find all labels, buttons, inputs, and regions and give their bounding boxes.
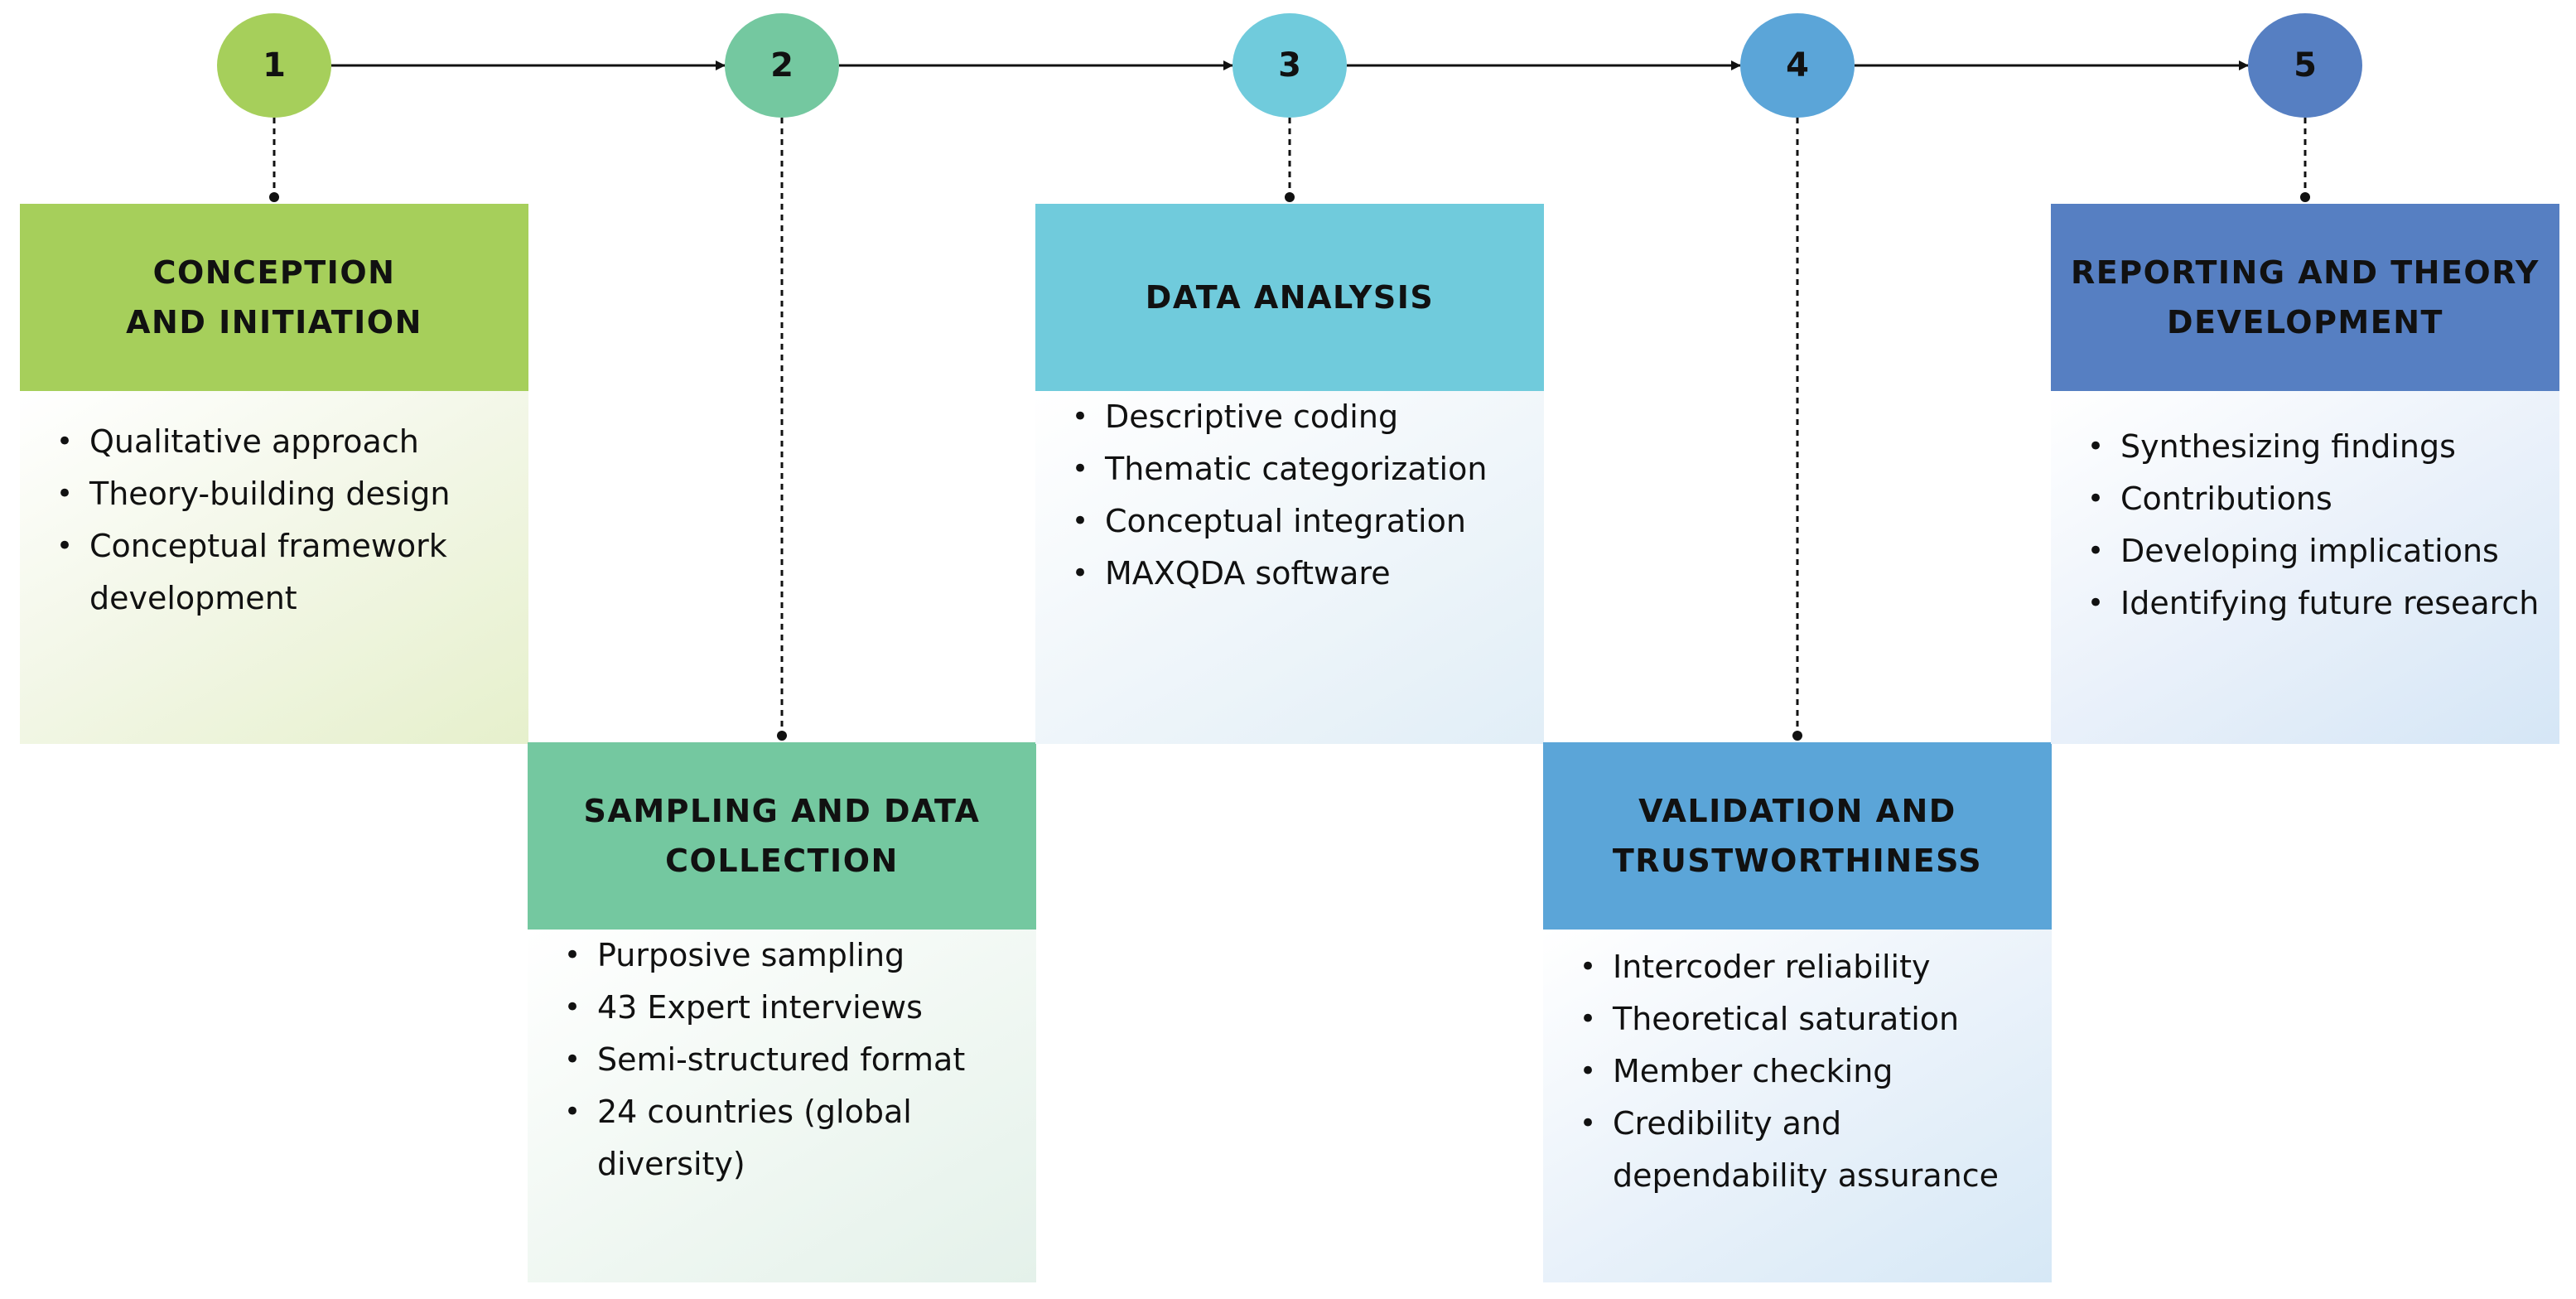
list-item: 24 countries (global diversity) <box>528 1086 1036 1190</box>
list-item: Developing implications <box>2051 525 2559 577</box>
step-2-body: Purposive sampling 43 Expert interviews … <box>528 930 1036 1282</box>
list-item: Conceptual framework development <box>20 520 528 625</box>
step-5-header: REPORTING AND THEORY DEVELOPMENT <box>2051 204 2559 391</box>
list-item: Theory-building design <box>20 468 528 520</box>
step-1-body: Qualitative approach Theory-building des… <box>20 391 528 744</box>
step-4-list: Intercoder reliability Theoretical satur… <box>1543 941 2052 1202</box>
connector-dot-4 <box>1792 731 1802 741</box>
step-3-card: DATA ANALYSIS Descriptive coding Themati… <box>1035 204 1544 744</box>
step-4-circle: 4 <box>1740 13 1855 118</box>
step-2-list: Purposive sampling 43 Expert interviews … <box>528 930 1036 1190</box>
list-item: Semi-structured format <box>528 1034 1036 1086</box>
list-item: Conceptual integration <box>1035 495 1544 548</box>
list-item: Contributions <box>2051 473 2559 525</box>
step-3-header: DATA ANALYSIS <box>1035 204 1544 391</box>
list-item: Credibility and dependability assurance <box>1543 1098 2052 1202</box>
step-4-card: VALIDATION AND TRUSTWORTHINESS Intercode… <box>1543 742 2052 1282</box>
step-1-list: Qualitative approach Theory-building des… <box>20 416 528 625</box>
list-item: Intercoder reliability <box>1543 941 2052 993</box>
list-item: Member checking <box>1543 1045 2052 1098</box>
step-3-body: Descriptive coding Thematic categorizati… <box>1035 391 1544 744</box>
step-5-number: 5 <box>2294 46 2317 85</box>
step-2-card: SAMPLING AND DATA COLLECTION Purposive s… <box>528 742 1036 1282</box>
step-5-body: Synthesizing findings Contributions Deve… <box>2051 391 2559 744</box>
step-3-number: 3 <box>1278 46 1301 85</box>
list-item: Identifying future research <box>2051 577 2559 630</box>
connector-dot-1 <box>269 192 279 202</box>
step-3-circle: 3 <box>1233 13 1347 118</box>
step-4-body: Intercoder reliability Theoretical satur… <box>1543 930 2052 1282</box>
step-3-list: Descriptive coding Thematic categorizati… <box>1035 391 1544 600</box>
list-item: Thematic categorization <box>1035 443 1544 495</box>
step-2-title: SAMPLING AND DATA COLLECTION <box>583 793 981 879</box>
step-2-circle: 2 <box>725 13 839 118</box>
list-item: MAXQDA software <box>1035 548 1544 600</box>
list-item: Descriptive coding <box>1035 391 1544 443</box>
step-1-number: 1 <box>263 46 286 85</box>
step-5-circle: 5 <box>2248 13 2362 118</box>
step-5-card: REPORTING AND THEORY DEVELOPMENT Synthes… <box>2051 204 2559 744</box>
list-item: Synthesizing findings <box>2051 421 2559 473</box>
list-item: Theoretical saturation <box>1543 993 2052 1045</box>
step-1-header: CONCEPTION AND INITIATION <box>20 204 528 391</box>
step-1-circle: 1 <box>217 13 331 118</box>
step-4-title: VALIDATION AND TRUSTWORTHINESS <box>1612 793 1983 879</box>
connector-dot-3 <box>1285 192 1295 202</box>
step-4-number: 4 <box>1786 46 1809 85</box>
list-item: Purposive sampling <box>528 930 1036 982</box>
connector-dot-2 <box>777 731 787 741</box>
list-item: Qualitative approach <box>20 416 528 468</box>
step-5-title: REPORTING AND THEORY DEVELOPMENT <box>2071 254 2540 340</box>
step-1-title: CONCEPTION AND INITIATION <box>126 254 422 340</box>
step-3-title: DATA ANALYSIS <box>1145 279 1435 316</box>
connector-dot-5 <box>2300 192 2310 202</box>
step-1-card: CONCEPTION AND INITIATION Qualitative ap… <box>20 204 528 744</box>
step-2-header: SAMPLING AND DATA COLLECTION <box>528 742 1036 930</box>
step-2-number: 2 <box>770 46 794 85</box>
list-item: 43 Expert interviews <box>528 982 1036 1034</box>
step-5-list: Synthesizing findings Contributions Deve… <box>2051 421 2559 630</box>
step-4-header: VALIDATION AND TRUSTWORTHINESS <box>1543 742 2052 930</box>
